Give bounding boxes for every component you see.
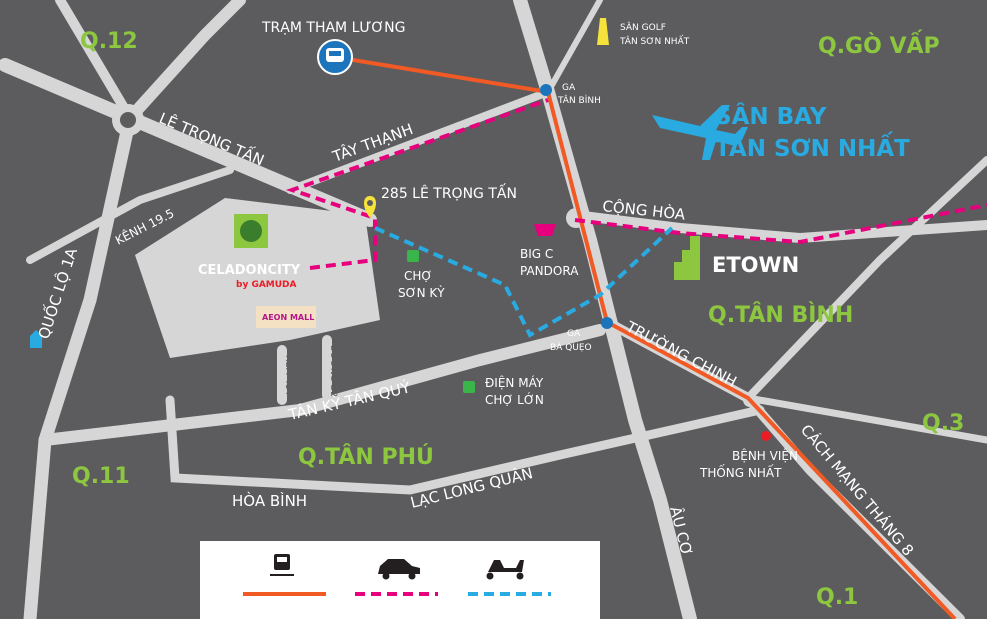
district-q11: Q.11 — [72, 464, 130, 489]
label-dien-may-1: ĐIỆN MÁY — [485, 375, 544, 390]
district-q1: Q.1 — [816, 585, 858, 610]
road-hoa-binh-lac-long-quan — [165, 395, 765, 495]
road-northwest — [55, 0, 135, 123]
legend-panel — [200, 541, 600, 619]
hospital-icon — [761, 431, 771, 441]
road-cong-hoa — [570, 210, 987, 244]
car-route-cong-hoa — [574, 203, 987, 245]
district-go-vap: Q.GÒ VẤP — [818, 30, 940, 59]
label-bic-c-1: BIG C — [520, 247, 553, 261]
label-san-golf-1: SÂN GOLF — [620, 21, 666, 33]
district-tan-phu: Q.TÂN PHÚ — [298, 444, 434, 470]
airport-label-line1: SÂN BAY — [715, 102, 827, 130]
label-ga-tan-binh-1: GA — [562, 83, 576, 93]
label-san-golf-2: TÂN SƠN NHẤT — [619, 35, 690, 47]
ga-tan-binh-marker — [540, 84, 552, 96]
label-bic-c-2: PANDORA — [520, 264, 579, 278]
label-benh-vien-1: BỆNH VIỆN — [732, 448, 798, 463]
label-cho-son-ky-1: CHỢ — [404, 269, 432, 283]
quoc-lo-building-icon — [30, 330, 42, 348]
aeon-mall-label: AEON MALL — [262, 313, 314, 322]
label-address: 285 LÊ TRỌNG TẤN — [381, 183, 517, 202]
ga-ba-queo-marker — [601, 317, 613, 329]
golf-bag-icon — [597, 18, 609, 45]
road-quoc-lo-1a — [23, 111, 137, 619]
legend-motorbike — [468, 560, 551, 596]
train-icon — [270, 554, 294, 576]
road-golf — [545, 0, 603, 95]
label-tram-tham-luong: TRẠM THAM LƯƠNG — [261, 20, 406, 36]
label-ga-ba-queo-2: BÀ QUẸO — [550, 341, 592, 353]
motorbike-route — [374, 226, 674, 338]
road-northeast — [744, 156, 987, 402]
road-north-q12 — [124, 0, 246, 124]
label-cho-son-ky-2: SƠN KỲ — [398, 285, 445, 300]
celadon-city-area — [135, 198, 380, 358]
district-q12: Q.12 — [80, 29, 138, 54]
label-benh-vien-2: THỐNG NHẤT — [699, 464, 782, 480]
airplane-icon — [652, 105, 748, 160]
label-dien-may-2: CHỢ LỚN — [485, 392, 544, 407]
airport-label-line2: TÂN SƠN NHẤT — [715, 131, 910, 162]
road-east — [744, 394, 987, 444]
road-label-duong-d2: ĐƯỜNG D2 — [328, 345, 340, 397]
project-by: by GAMUDA — [236, 280, 297, 290]
cho-son-ky-icon — [407, 250, 419, 262]
road-label-hem-414: HẺM 414 — [283, 355, 295, 396]
district-q3: Q.3 — [922, 411, 964, 436]
car-icon — [378, 559, 420, 574]
dien-may-icon — [463, 381, 475, 393]
address-pin-icon — [364, 196, 376, 218]
motorbike-icon — [488, 560, 524, 572]
etown-building-icon — [674, 236, 700, 280]
legend-train — [243, 554, 326, 596]
aeon-mall-logo — [256, 306, 316, 328]
road-tay-thanh — [286, 88, 552, 194]
label-ga-ba-queo-1: GA — [567, 329, 581, 339]
shopping-cart-icon — [534, 224, 556, 236]
legend-car — [355, 559, 438, 596]
project-name: CELADONCITY — [198, 263, 301, 278]
label-ga-tan-binh-2: TÂN BÌNH — [557, 94, 601, 106]
district-tan-binh: Q.TÂN BÌNH — [708, 302, 853, 328]
label-etown: ETOWN — [712, 253, 799, 277]
road-label-hoa-binh: HÒA BÌNH — [232, 491, 307, 510]
road-kenh-19-5 — [26, 166, 234, 264]
